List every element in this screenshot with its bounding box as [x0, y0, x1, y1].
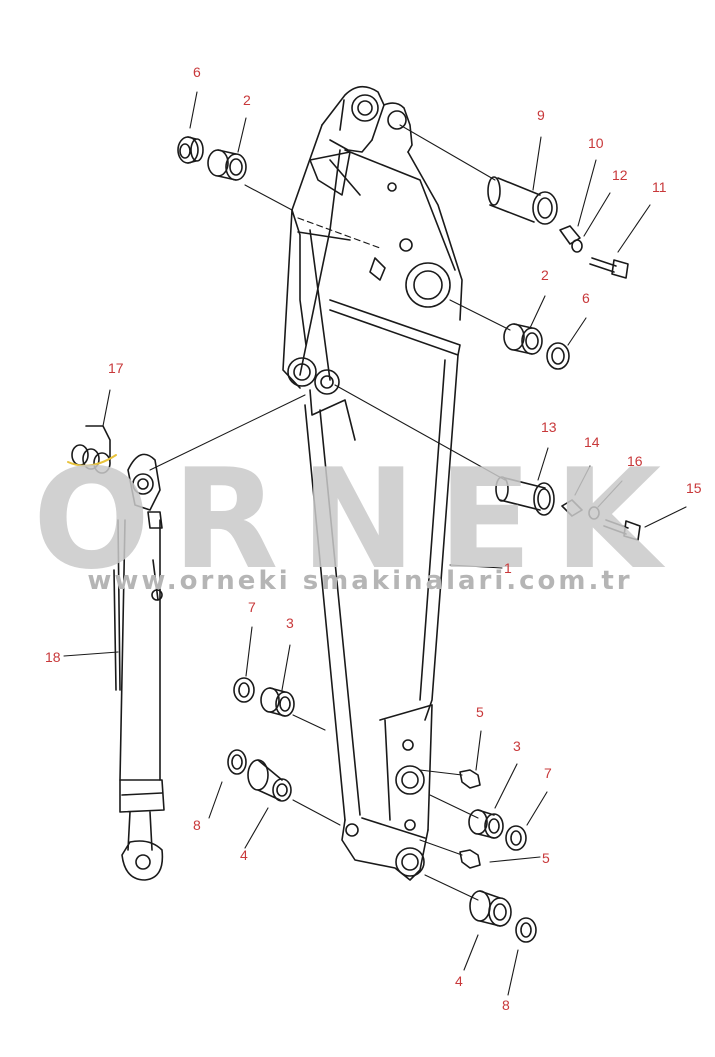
part-9-pin: [487, 176, 558, 225]
callout-6: 6: [193, 64, 201, 80]
part-10-plate: [559, 225, 581, 245]
part-13-pin: [495, 476, 555, 516]
callout-4: 4: [240, 847, 248, 863]
part-2-bushing-mid: [503, 323, 543, 355]
callout-4: 4: [455, 973, 463, 989]
callout-5: 5: [542, 850, 550, 866]
callout-17: 17: [108, 360, 124, 376]
callout-3: 3: [286, 615, 294, 631]
part-2-bushing-top: [207, 149, 247, 181]
callout-8: 8: [193, 817, 201, 833]
part-4-bushing-right: [469, 890, 512, 927]
part-3-bushing-right: [468, 809, 504, 839]
watermark-url: www.orneki smakinalari.com.tr: [87, 566, 633, 596]
callout-10: 10: [588, 135, 604, 151]
part-14-plate: [561, 499, 583, 517]
part-15-bolt: [603, 519, 641, 541]
part-4-bushing-left: [247, 759, 292, 802]
callout-15: 15: [686, 480, 702, 496]
callout-1: 1: [504, 560, 512, 576]
part-7-seal-right: [505, 825, 527, 851]
callout-9: 9: [537, 107, 545, 123]
part-7-seal-left: [233, 677, 255, 703]
callout-18: 18: [45, 649, 61, 665]
assembly-lines: [63, 91, 687, 996]
part-6-seal-top: [177, 136, 204, 164]
callout-2: 2: [243, 92, 251, 108]
part-8-seal-right: [515, 917, 537, 943]
callout-5: 5: [476, 704, 484, 720]
part-3-bushing-left: [260, 687, 295, 717]
callout-8: 8: [502, 997, 510, 1013]
callout-3: 3: [513, 738, 521, 754]
callout-2: 2: [541, 267, 549, 283]
part-18-cylinder: [113, 453, 165, 881]
part-16-washer: [588, 506, 600, 520]
callout-12: 12: [612, 167, 628, 183]
part-12-washer: [571, 239, 583, 253]
callout-16: 16: [627, 453, 643, 469]
part-6-seal-mid: [546, 342, 570, 370]
callout-11: 11: [652, 179, 667, 195]
callout-7: 7: [248, 599, 256, 615]
watermark-brand: ORNEK: [32, 439, 684, 600]
part-5-fitting-lower: [459, 849, 481, 869]
part-5-fitting-upper: [459, 769, 481, 789]
callout-6: 6: [582, 290, 590, 306]
callout-7: 7: [544, 765, 552, 781]
part-11-bolt: [589, 257, 629, 279]
part-8-seal-left: [227, 749, 247, 775]
callout-14: 14: [584, 434, 600, 450]
callout-13: 13: [541, 419, 557, 435]
part-17-shims: [67, 425, 117, 474]
